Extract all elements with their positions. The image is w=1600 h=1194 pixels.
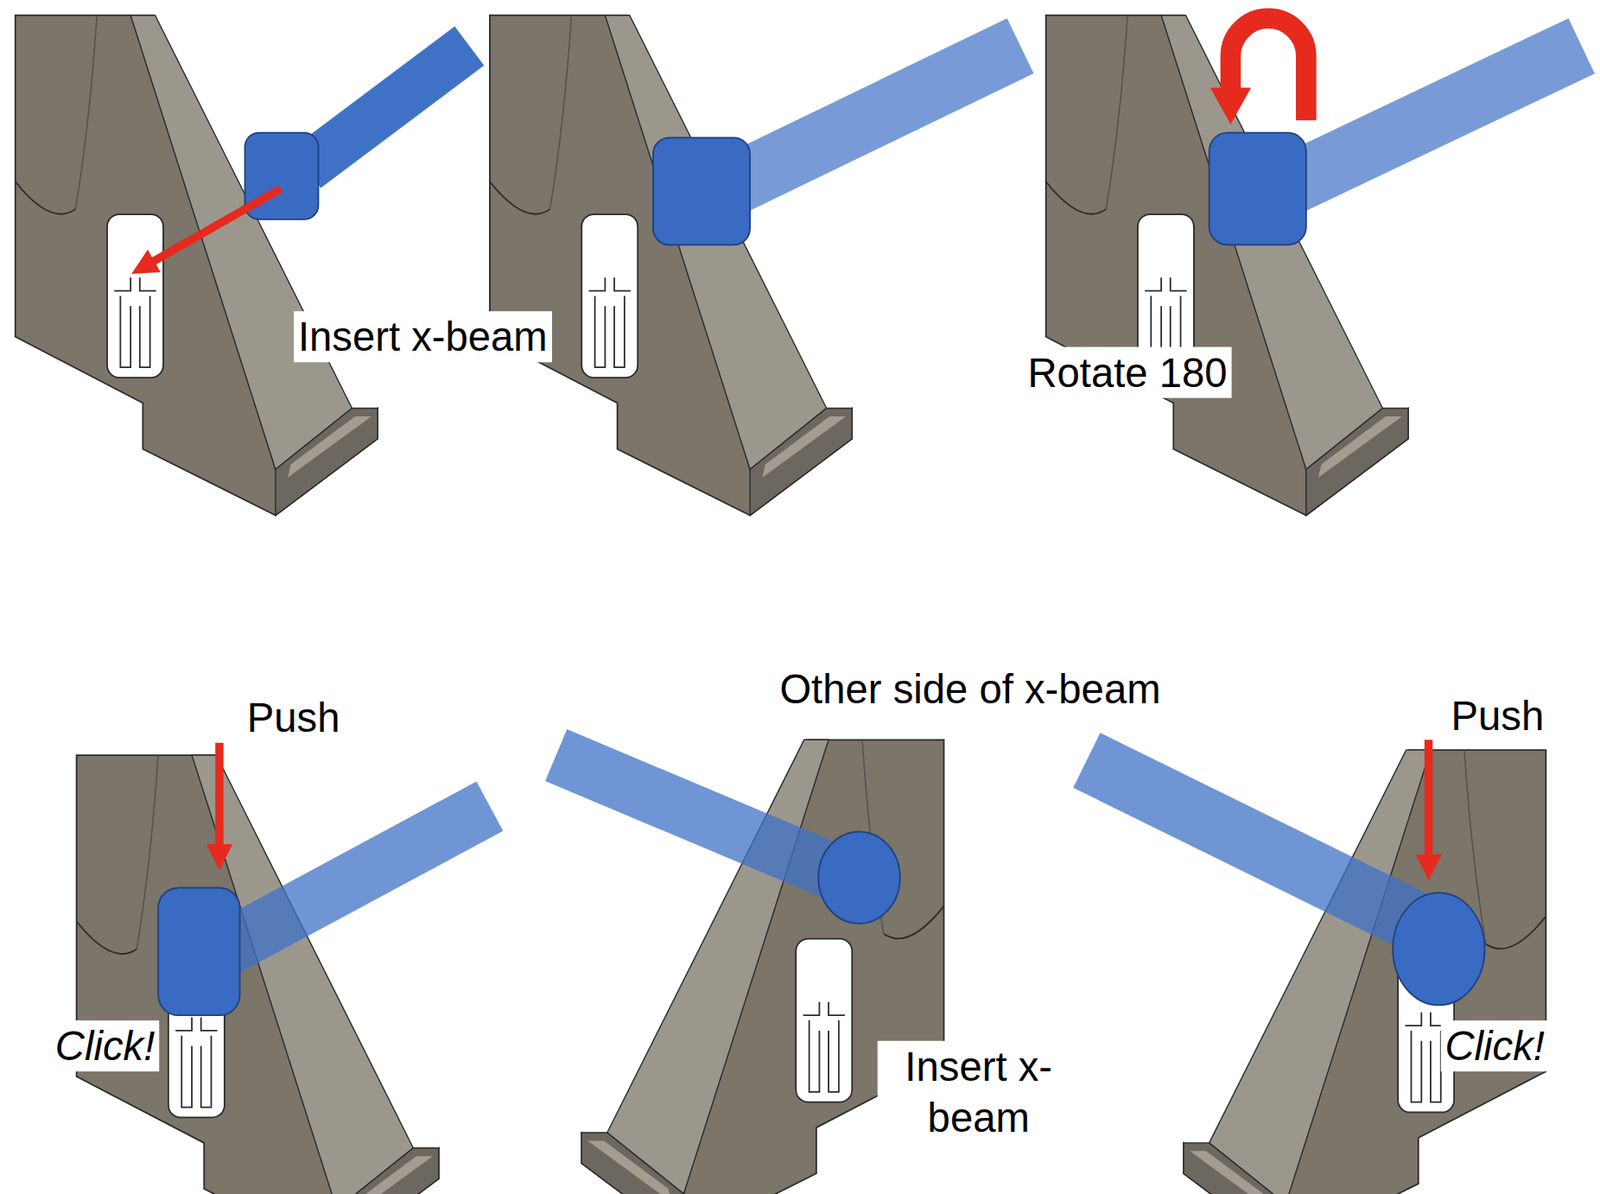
- step-label: Rotate 180: [1023, 347, 1232, 399]
- step-label: Click!: [50, 1020, 159, 1072]
- step-label: Other side of x-beam: [775, 663, 1166, 715]
- step-label: Click!: [1441, 1020, 1550, 1072]
- step-label: Insert x-beam: [877, 1041, 1080, 1143]
- step-label: Push: [242, 692, 344, 743]
- step-label: Insert x-beam: [293, 311, 552, 362]
- step-label: Push: [1447, 689, 1549, 741]
